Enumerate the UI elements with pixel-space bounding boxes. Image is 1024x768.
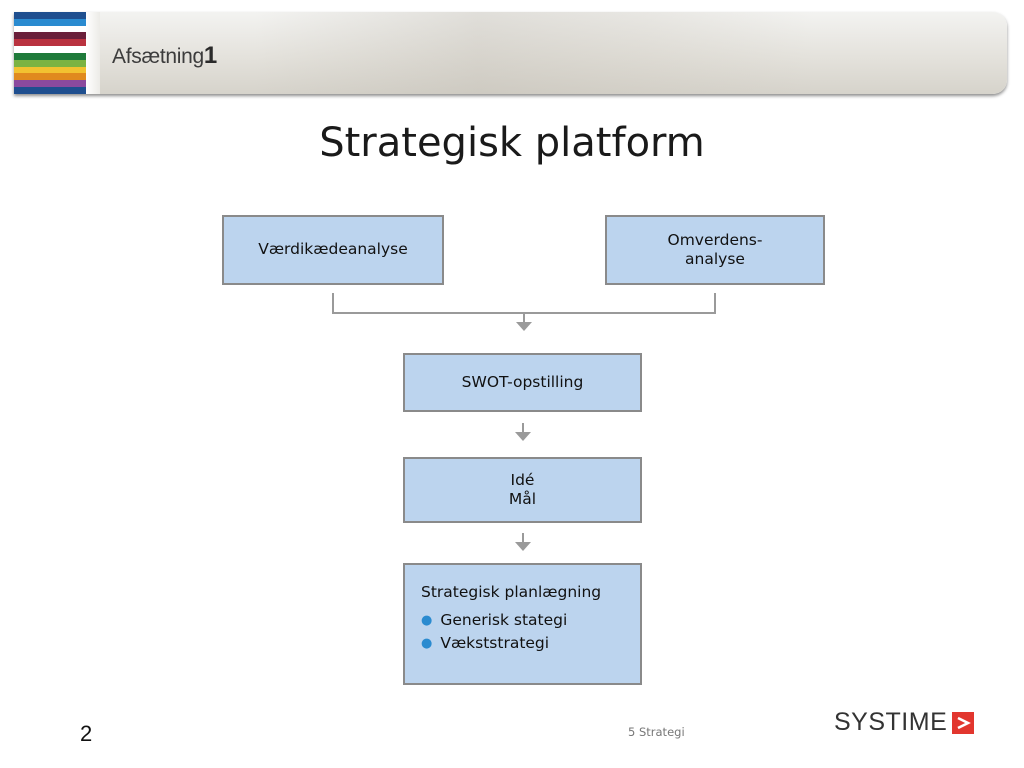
book-number: 1 [203, 42, 217, 69]
banner-divider [86, 12, 100, 94]
publisher-name: SYSTIME [834, 708, 948, 736]
cover-stripe [14, 25, 86, 33]
slide-title: Strategisk platform [319, 120, 705, 166]
list-item-label: Generisk stategi [440, 611, 568, 630]
cover-stripe [14, 80, 86, 88]
book-title: Afsætning1 [112, 42, 217, 70]
bullet-icon: ● [421, 635, 433, 651]
swot-box: SWOT-opstilling [403, 353, 642, 412]
arrow-to-swot [516, 314, 532, 331]
publisher-logo: SYSTIME [834, 708, 975, 737]
bullet-icon: ● [421, 613, 433, 629]
cover-stripe [14, 87, 86, 94]
list-item-label: Vækststrategi [440, 633, 550, 652]
environment-analysis-label-line2: analyse [685, 250, 745, 268]
cover-stripe [14, 39, 86, 47]
swot-label: SWOT-opstilling [461, 372, 584, 391]
value-chain-analysis-label: Værdikædeanalyse [258, 240, 408, 259]
strategic-planning-heading: Strategisk planlægning [421, 583, 602, 601]
environment-analysis-box: Omverdens- analyse [605, 215, 825, 285]
arrow-to-idea [515, 423, 531, 441]
strategic-planning-list: ● Generisk stategi ● Vækststrategi [421, 611, 640, 653]
cover-stripe [14, 12, 86, 19]
goal-label: Mål [508, 490, 537, 508]
cover-stripe [14, 18, 86, 26]
book-title-text: Afsætning [112, 45, 204, 68]
list-item: ● Generisk stategi [421, 611, 640, 630]
header-banner: Afsætning1 [14, 12, 1007, 94]
merge-bracket [332, 293, 716, 314]
banner-background-image [254, 12, 814, 94]
value-chain-analysis-box: Værdikædeanalyse [222, 215, 444, 285]
environment-analysis-label-line1: Omverdens- [667, 230, 763, 249]
idea-goal-box: Idé Mål [403, 457, 642, 523]
book-cover-stripes [14, 12, 86, 94]
cover-stripe [14, 52, 86, 60]
strategic-planning-box: Strategisk planlægning ● Generisk stategi… [403, 563, 642, 685]
cover-stripe [14, 46, 86, 53]
arrow-to-planning [515, 533, 531, 551]
cover-stripe [14, 59, 86, 67]
cover-stripe [14, 32, 86, 40]
chapter-label: 5 Strategi [628, 725, 685, 739]
cover-stripe [14, 66, 86, 74]
chevron-right-icon [952, 711, 975, 734]
list-item: ● Vækststrategi [421, 634, 640, 653]
page-number: 2 [80, 721, 93, 746]
idea-label: Idé [510, 470, 535, 489]
cover-stripe [14, 73, 86, 81]
